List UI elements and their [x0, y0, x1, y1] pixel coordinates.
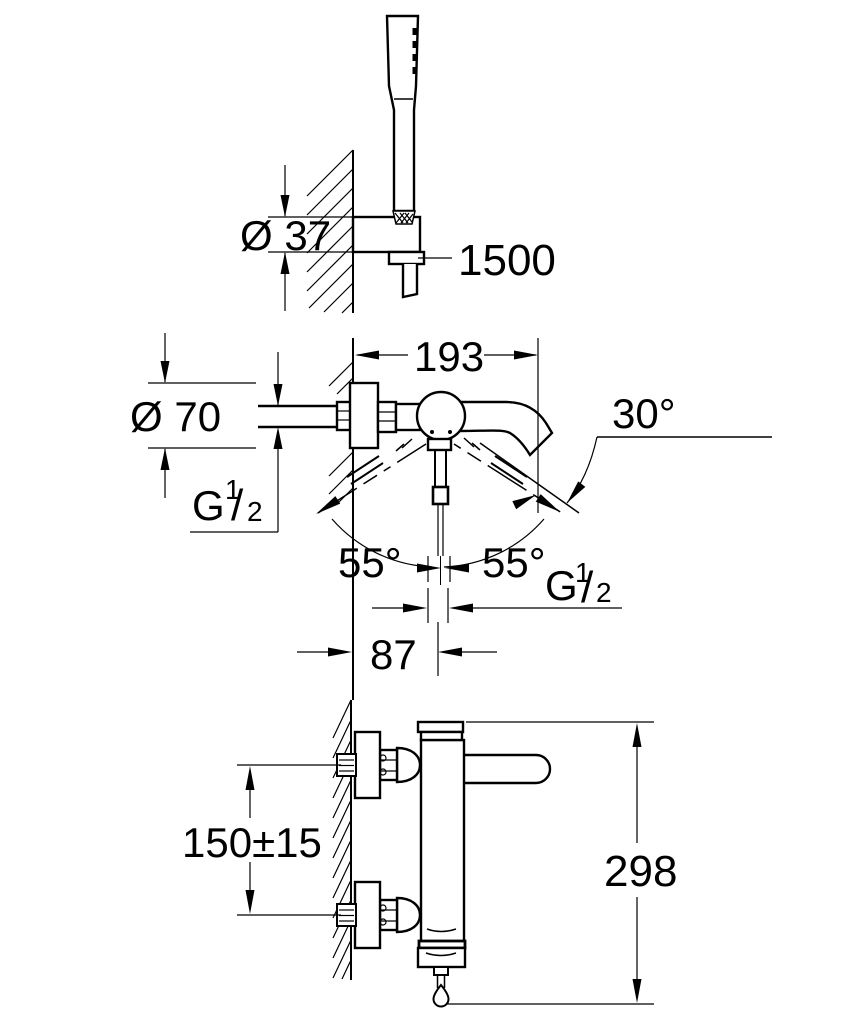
inlet-thread-base: G [192, 482, 225, 529]
dim-swing-right: 55° [443, 495, 546, 586]
mousseur-shell [416, 946, 467, 969]
outlet-thread-numerator: 1 [575, 557, 591, 588]
outlet-thread-base: G [545, 562, 578, 609]
outlet-thread-slash: / [581, 563, 594, 612]
cartridge-ball [415, 390, 467, 442]
dim-spout-angle-label: 30° [612, 390, 676, 437]
s-union-upper [395, 746, 422, 784]
dim-holder-diameter: Ø 37 [240, 165, 352, 311]
dim-connection-spacing: 150±15 [182, 764, 341, 916]
side-view: 150±15 298 [182, 699, 677, 1008]
dim-outlet-offset-label: 87 [370, 631, 417, 678]
dim-swing-right-label: 55° [482, 539, 546, 586]
water-drip-icon [432, 975, 450, 1008]
inlet-thread-numerator: 1 [225, 474, 241, 505]
hand-shower-view: Ø 37 1500 [240, 14, 556, 314]
outlet-thread-denominator: 2 [596, 577, 612, 608]
lower-connection [336, 880, 422, 950]
ball-detail-marks [395, 430, 481, 452]
mixer-body [419, 738, 466, 945]
dim-spout-angle: 30° [479, 390, 772, 514]
dim-height-label: 298 [604, 847, 677, 896]
dim-holder-diameter-label: Ø 37 [240, 212, 331, 259]
dim-swing-left-label: 55° [338, 539, 402, 586]
dim-projection-label: 193 [414, 333, 484, 380]
dim-projection: 193 [355, 333, 539, 513]
aerator-tip [433, 966, 449, 976]
wall-section-side [332, 699, 352, 980]
dim-hose-length-label: 1500 [458, 236, 556, 285]
wall-hatching-side [332, 699, 352, 980]
lever-handle-plan [426, 437, 453, 585]
body-top-cap [416, 720, 465, 734]
s-union-lower [395, 896, 422, 934]
escutcheon-lower [353, 880, 382, 950]
hex-nut-upper [378, 748, 399, 782]
wall-nipple-upper [336, 753, 357, 777]
dim-hose-length: 1500 [418, 236, 556, 285]
lever-handle-side [448, 753, 552, 785]
wall-hatching-top [306, 149, 354, 314]
mounting-hex-nut [376, 400, 398, 434]
wall-hatching-plan [328, 361, 354, 505]
spout-outlet-bottom [416, 928, 467, 1008]
inlet-thread-slash: / [231, 481, 244, 530]
wall-nipple-lower [336, 903, 357, 927]
escutcheon-upper [353, 730, 382, 800]
supply-pipe [258, 404, 337, 429]
hex-nut-lower [378, 898, 399, 932]
body-top-ring [419, 730, 464, 742]
dim-connection-spacing-label: 150±15 [182, 819, 322, 866]
dim-escutcheon-diameter: Ø 70 [130, 333, 256, 498]
dim-outlet-offset: 87 [297, 622, 497, 678]
upper-connection [336, 730, 422, 800]
dim-inlet-thread: G 1 / 2 [190, 352, 283, 533]
dim-outlet-thread: G 1 / 2 [372, 557, 622, 623]
escutcheon-plan [348, 381, 380, 450]
hose-cone-detail [392, 210, 416, 225]
swing-line-left [316, 443, 427, 514]
dim-escutcheon-diameter-label: Ø 70 [130, 393, 221, 440]
inlet-thread-denominator: 2 [247, 496, 263, 527]
dim-swing-left: 55° [331, 518, 441, 586]
dim-height: 298 [446, 721, 677, 1005]
swing-line-right [453, 443, 563, 514]
spout [456, 400, 554, 457]
plan-view: 55° 55° 30° 193 [130, 333, 772, 700]
shower-hose [401, 264, 419, 299]
